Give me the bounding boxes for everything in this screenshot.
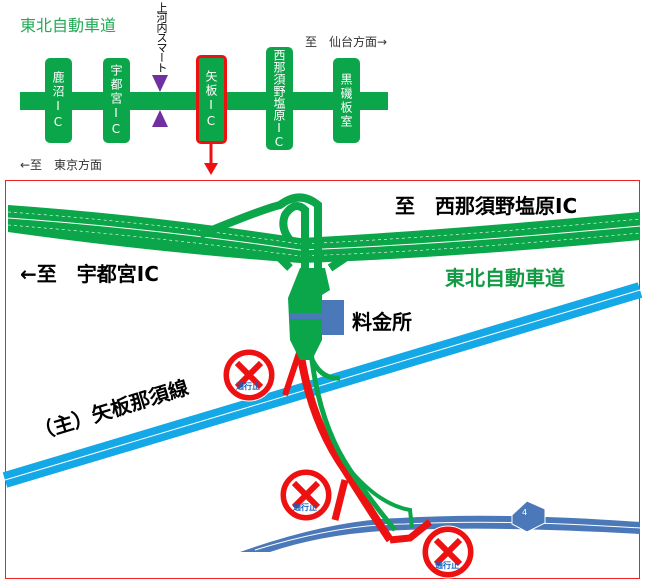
tollgate-booth xyxy=(322,300,344,335)
closed-route-red xyxy=(296,349,394,543)
to-nishinasuno-label: 至 西那須野塩原IC xyxy=(395,194,578,218)
closed-sign-text: 通行止 xyxy=(236,382,260,391)
ic-utsunomiya: 宇都宮IC xyxy=(103,58,130,143)
tohoku-expressway xyxy=(8,205,640,263)
closed-sign-icon xyxy=(279,468,333,522)
closed-sign-text: 通行止 xyxy=(435,561,459,570)
to-sendai-label: 至 仙台方面→ xyxy=(305,35,388,49)
header-title: 東北自動車道 xyxy=(20,16,117,35)
closed-sign-icon xyxy=(421,525,475,579)
closed-sign-text: 通行止 xyxy=(293,503,317,512)
route-number: 4 xyxy=(522,508,528,517)
smart-ic-triangle-icon xyxy=(152,110,168,127)
ic-yaita-highlighted: 矢板IC xyxy=(196,55,227,144)
route-shield-icon xyxy=(511,500,546,533)
smart-ic-label: 上河内スマート xyxy=(155,2,168,72)
to-utsunomiya-label: ←至 宇都宮IC xyxy=(20,262,159,286)
pointer-arrow-icon xyxy=(204,163,218,175)
tollgate-label: 料金所 xyxy=(352,310,412,334)
detail-frame xyxy=(5,180,640,579)
ic-kanuma: 鹿沼IC xyxy=(45,58,72,143)
to-tokyo-label: ←至 東京方面 xyxy=(20,158,103,172)
expressway-label: 東北自動車道 xyxy=(445,266,565,290)
ramp-loop xyxy=(198,193,322,287)
ramp-green xyxy=(307,339,397,532)
ic-kuroiso-itamuro: 黒磯板室 xyxy=(333,58,360,143)
closed-sign-icon xyxy=(222,348,276,402)
smart-ic-triangle-icon xyxy=(152,75,168,92)
ic-nishinasuno-shiobara: 西那須野塩原IC xyxy=(266,47,293,150)
